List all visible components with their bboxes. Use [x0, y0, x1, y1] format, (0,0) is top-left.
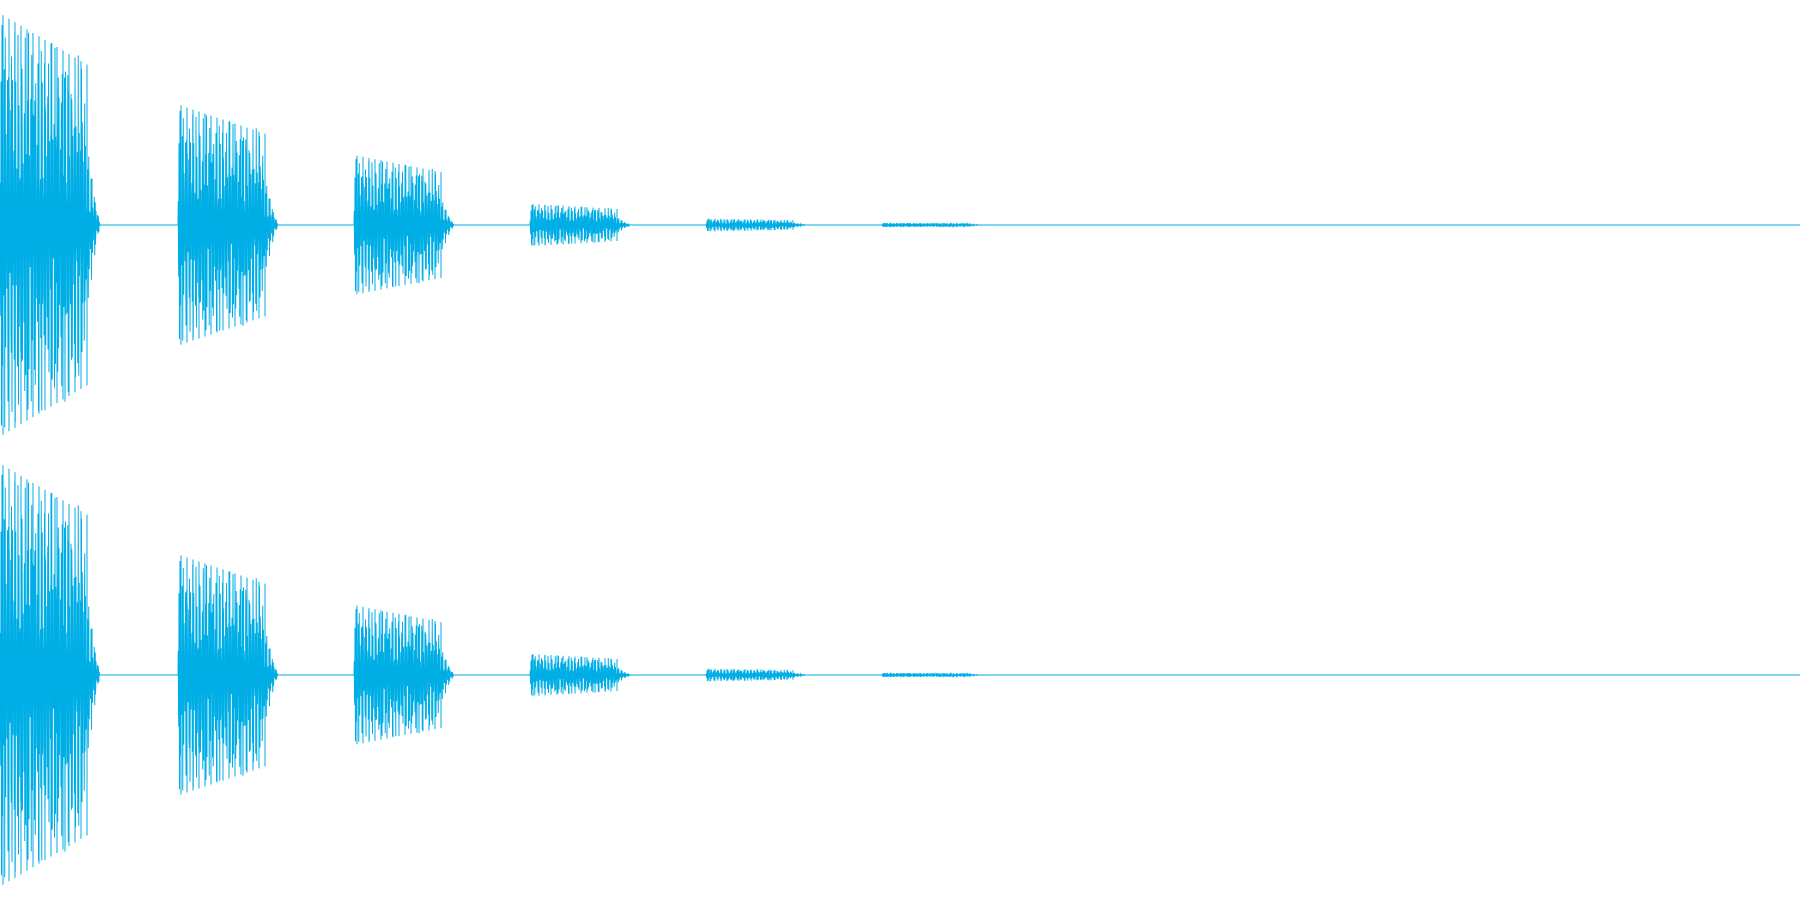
- waveform-burst: [177, 110, 279, 341]
- burst-striations: [180, 105, 266, 345]
- waveform-burst: [0, 24, 101, 428]
- burst-striations: [708, 218, 794, 232]
- channel-left: [0, 15, 1800, 435]
- burst-striations: [180, 555, 266, 795]
- waveform-burst: [881, 221, 982, 229]
- burst-striations: [532, 654, 618, 696]
- waveform-burst: [0, 474, 101, 878]
- burst-striations: [356, 605, 442, 745]
- waveform-burst: [881, 671, 982, 679]
- waveform-burst: [705, 668, 807, 682]
- burst-striations: [356, 155, 442, 295]
- burst-striations: [884, 222, 970, 228]
- waveform-burst: [705, 218, 807, 232]
- waveform-burst: [529, 654, 631, 696]
- burst-striations: [884, 672, 970, 678]
- burst-striations: [532, 204, 618, 246]
- waveform-burst: [177, 560, 279, 791]
- burst-striations: [2, 465, 88, 885]
- channel-right: [0, 465, 1800, 885]
- burst-striations: [2, 15, 88, 435]
- waveform-burst: [353, 158, 455, 292]
- waveform-burst: [353, 608, 455, 742]
- channel-group: [0, 15, 1800, 885]
- burst-striations: [708, 668, 794, 682]
- waveform-burst: [529, 204, 631, 246]
